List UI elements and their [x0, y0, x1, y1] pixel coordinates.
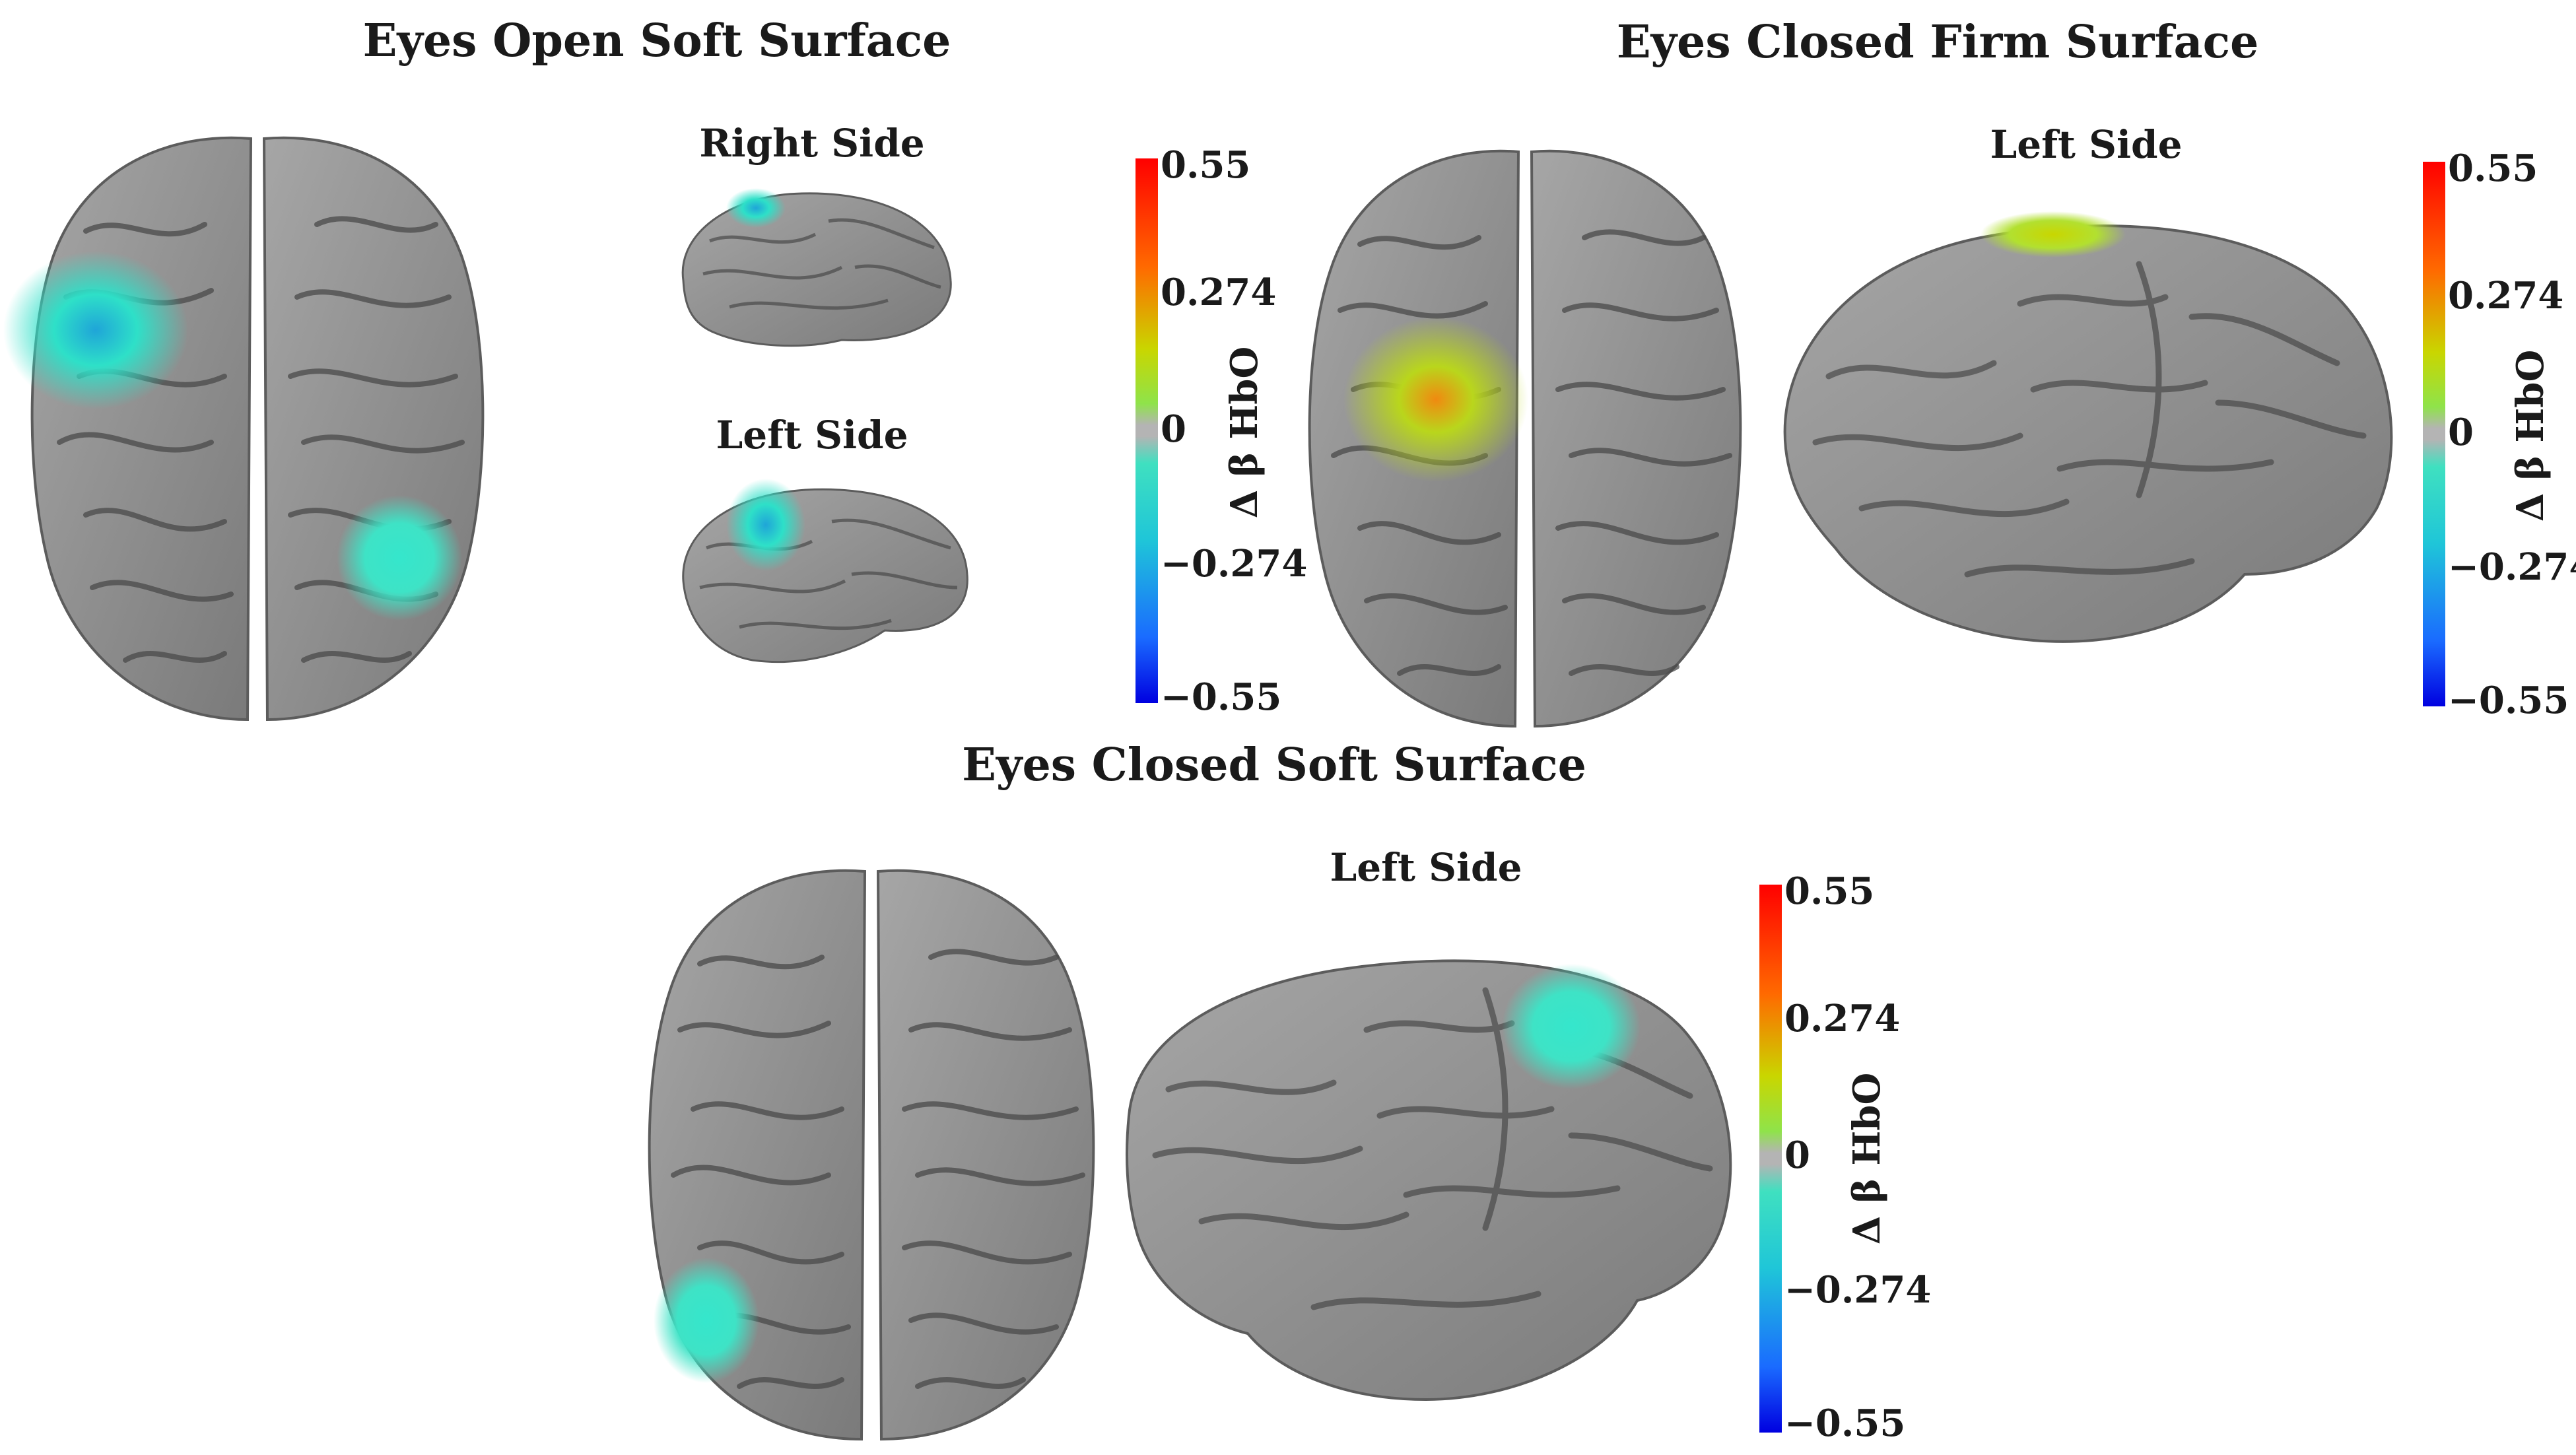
colorbar-tick: −0.274: [1161, 542, 1308, 586]
brain-right-side-eyes-open-soft: [681, 188, 952, 347]
colorbar-eyes-closed-soft: [1759, 885, 1782, 1433]
brain-top-view-eyes-closed-soft: [648, 869, 1095, 1441]
label-left-side-eyes-closed-firm: Left Side: [1990, 122, 2183, 167]
colorbar-tick: 0.55: [2448, 147, 2538, 190]
brain-left-side-eyes-closed-firm: [1783, 211, 2393, 643]
colorbar-tick: 0.274: [1161, 271, 1277, 314]
colorbar-label: Δ β HbO: [1223, 346, 1266, 519]
brain-left-side-eyes-open-soft: [682, 479, 968, 663]
brain-top-view-eyes-closed-firm: [1308, 149, 1742, 728]
colorbar-tick: 0.55: [1161, 143, 1251, 187]
label-right-side-eyes-open-soft: Right Side: [699, 121, 925, 166]
colorbar-eyes-closed-firm: [2423, 162, 2445, 706]
colorbar-tick: −0.274: [2448, 545, 2576, 589]
colorbar-tick: 0.274: [2448, 274, 2564, 318]
colorbar-label: Δ β HbO: [1845, 1072, 1889, 1245]
panel-title-eyes-closed-firm: Eyes Closed Firm Surface: [1616, 16, 2259, 69]
colorbar-tick: 0: [1784, 1134, 1810, 1177]
label-left-side-eyes-closed-soft: Left Side: [1330, 845, 1522, 890]
colorbar-tick: −0.55: [1161, 675, 1282, 719]
colorbar-tick: −0.55: [1784, 1402, 1906, 1445]
colorbar-tick: −0.274: [1784, 1268, 1932, 1312]
colorbar-label: Δ β HbO: [2509, 349, 2552, 522]
brain-left-side-eyes-closed-soft: [1126, 959, 1732, 1402]
colorbar-tick: −0.55: [2448, 679, 2569, 722]
panel-title-eyes-open-soft: Eyes Open Soft Surface: [362, 15, 951, 67]
panel-title-eyes-closed-soft: Eyes Closed Soft Surface: [962, 739, 1586, 792]
colorbar-tick: 0.55: [1784, 869, 1875, 913]
colorbar-tick: 0: [1161, 407, 1186, 451]
colorbar-tick: 0: [2448, 411, 2474, 454]
colorbar-eyes-open-soft: [1135, 158, 1158, 703]
brain-top-view-eyes-open-soft: [3, 136, 485, 722]
colorbar-tick: 0.274: [1784, 997, 1901, 1040]
label-left-side-eyes-open-soft: Left Side: [716, 413, 908, 457]
